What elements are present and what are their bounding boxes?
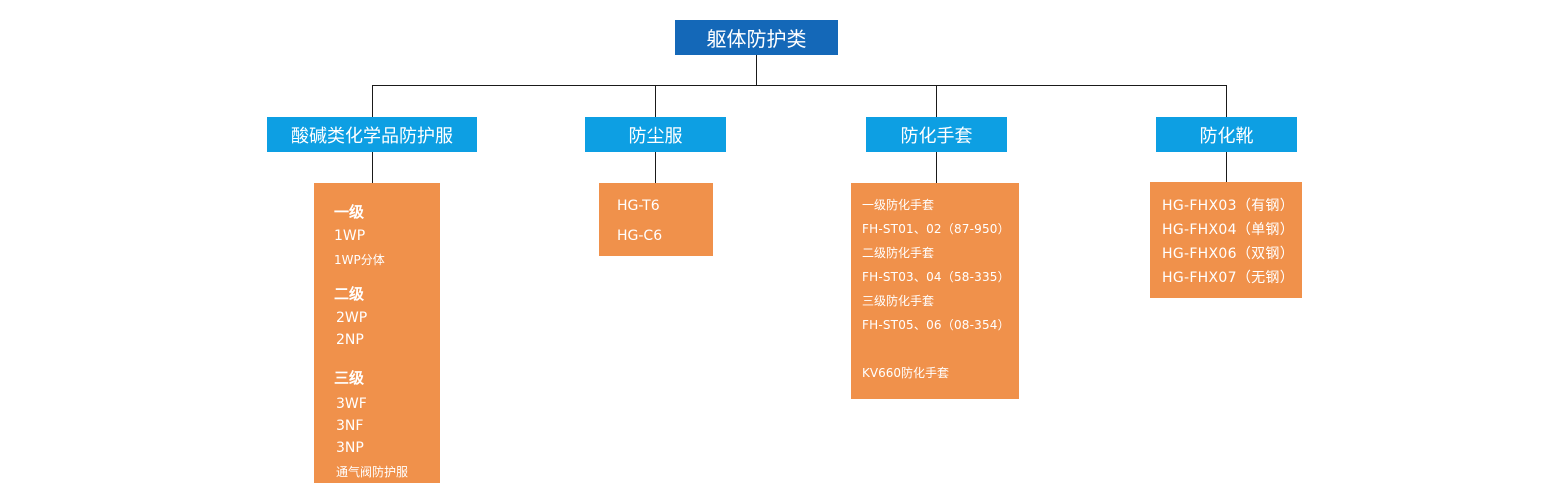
connector-cat1-up bbox=[372, 85, 373, 117]
list-item: HG-C6 bbox=[617, 228, 663, 244]
connector-cat2-up bbox=[655, 85, 656, 117]
connector-cat3-down bbox=[936, 152, 937, 183]
list-item: 3WF bbox=[336, 396, 367, 412]
list-item: 1WP分体 bbox=[334, 253, 385, 267]
list-item: 一级防化手套 bbox=[862, 198, 935, 212]
category-node-dustproof-suit: 防尘服 bbox=[585, 117, 726, 152]
list-item: HG-FHX04（单钢） bbox=[1162, 222, 1295, 238]
connector-cat2-down bbox=[655, 152, 656, 183]
list-item: 2NP bbox=[336, 332, 364, 348]
items-box-chemical-boots: HG-FHX03（有钢） HG-FHX04（单钢） HG-FHX06（双钢） H… bbox=[1150, 182, 1302, 298]
list-item: HG-T6 bbox=[617, 198, 660, 214]
connector-horizontal bbox=[372, 85, 1227, 86]
connector-cat4-up bbox=[1226, 85, 1227, 117]
list-item: HG-FHX07（无钢） bbox=[1162, 270, 1295, 286]
connector-root-down bbox=[756, 55, 757, 86]
items-box-chemical-gloves: 一级防化手套 FH-ST01、02（87-950） 二级防化手套 FH-ST03… bbox=[851, 183, 1019, 399]
list-item: 二级防化手套 bbox=[862, 246, 935, 260]
connector-cat1-down bbox=[372, 152, 373, 183]
list-item: FH-ST05、06（08-354） bbox=[862, 318, 1010, 332]
category-node-chemical-gloves: 防化手套 bbox=[866, 117, 1007, 152]
category-node-acid-alkali-suit: 酸碱类化学品防护服 bbox=[267, 117, 477, 152]
list-item: 通气阀防护服 bbox=[336, 465, 409, 479]
connector-cat3-up bbox=[936, 85, 937, 117]
items-box-acid-alkali-suit: 一级 1WP 1WP分体 二级 2WP 2NP 三级 3WF 3NF 3NP 通… bbox=[314, 183, 440, 483]
connector-cat4-down bbox=[1226, 152, 1227, 182]
list-item: 3NF bbox=[336, 418, 364, 434]
root-node: 躯体防护类 bbox=[675, 20, 838, 55]
list-item: FH-ST03、04（58-335） bbox=[862, 270, 1010, 284]
level-label: 三级 bbox=[334, 369, 365, 387]
list-item: 1WP bbox=[334, 228, 366, 244]
list-item: 3NP bbox=[336, 440, 364, 456]
items-box-dustproof-suit: HG-T6 HG-C6 bbox=[599, 183, 713, 256]
list-item: 2WP bbox=[336, 310, 368, 326]
list-item: HG-FHX06（双钢） bbox=[1162, 246, 1295, 262]
level-label: 一级 bbox=[334, 203, 365, 221]
list-item: KV660防化手套 bbox=[862, 366, 949, 380]
category-node-chemical-boots: 防化靴 bbox=[1156, 117, 1297, 152]
list-item: 三级防化手套 bbox=[862, 294, 935, 308]
list-item: FH-ST01、02（87-950） bbox=[862, 222, 1010, 236]
list-item: HG-FHX03（有钢） bbox=[1162, 198, 1295, 214]
level-label: 二级 bbox=[334, 285, 365, 303]
